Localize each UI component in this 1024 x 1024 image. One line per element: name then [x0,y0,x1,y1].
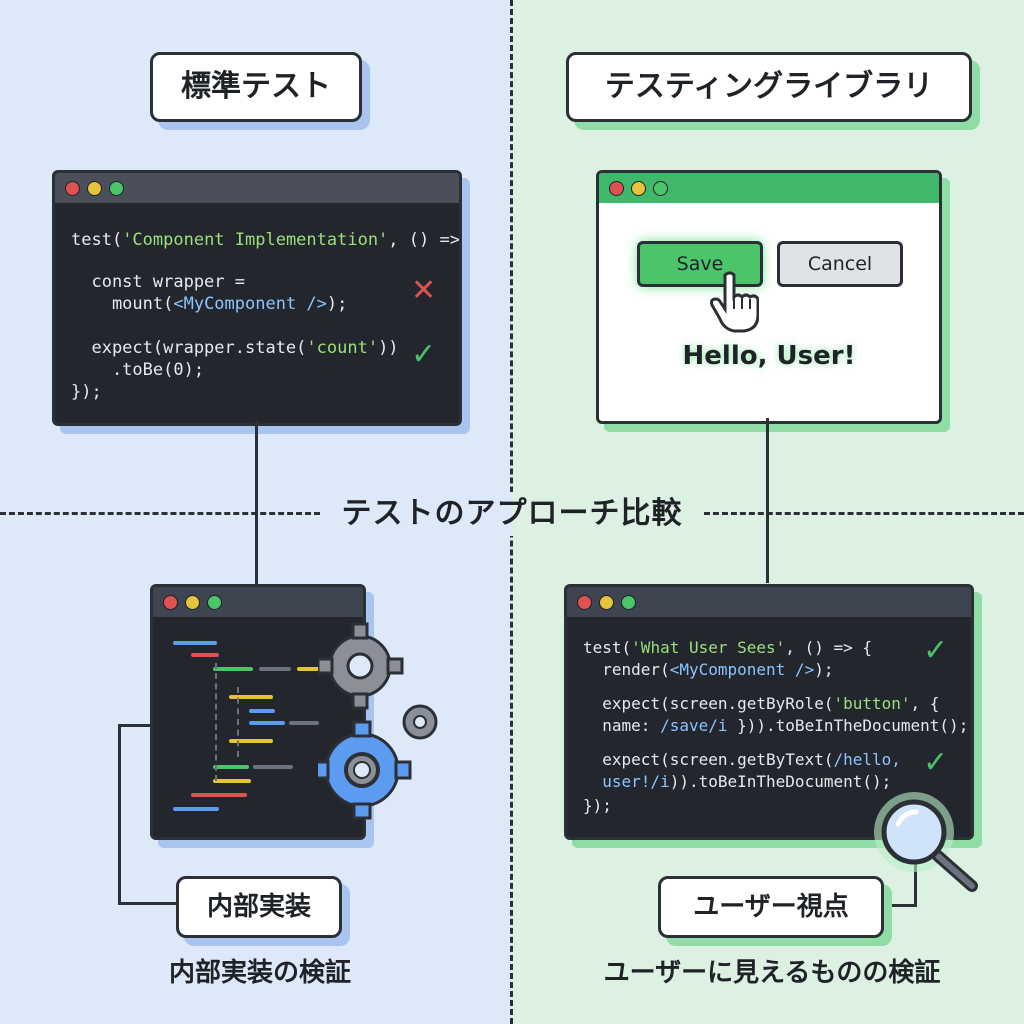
right-code-line-4: name: /save/i })).toBeInTheDocument(); [583,716,969,735]
cross-icon: ✕ [411,273,437,308]
left-code-line-6: }); [71,382,102,402]
code-bar [229,739,273,743]
left-bracket-top [118,724,152,727]
right-heading: テスティングライブラリ [566,52,972,122]
right-ui-window: Save Cancel Hello, User! [596,170,942,424]
close-dot-icon [163,595,178,610]
user-view-label-box: ユーザー視点 [658,876,884,938]
horizontal-divider-left [0,512,320,515]
code-bar [173,641,217,645]
code-bar [191,653,219,657]
internal-label-box: 内部実装 [176,876,342,938]
right-code-line-5: expect(screen.getByText(/hello, [583,750,901,769]
internal-code-window [150,584,366,840]
check-icon: ✓ [411,337,437,372]
right-code-line-2: render(<MyComponent />); [583,660,834,679]
close-dot-icon [577,595,592,610]
close-dot-icon [609,181,624,196]
left-code-line-4: expect(wrapper.state('count')) [71,338,399,358]
gears-icon [318,622,438,820]
left-code-line-3: mount(<MyComponent />); [71,294,348,314]
left-code-line-1: test('Component Implementation', () => { [71,230,460,250]
check-icon: ✓ [923,633,949,668]
code-bar [289,721,319,725]
minimize-dot-icon [185,595,200,610]
minimize-dot-icon [599,595,614,610]
right-code-line-7: }); [583,796,612,815]
code-bar [297,667,325,671]
code-bar [213,779,251,783]
maximize-dot-icon [621,595,636,610]
right-code-line-6: user!/i)).toBeInTheDocument(); [602,772,892,791]
maximize-dot-icon [653,181,668,196]
right-code-line-3: expect(screen.getByRole('button', { [583,694,940,713]
center-title: テストのアプローチ比較 [330,492,694,536]
left-caption: 内部実装の検証 [168,958,351,988]
right-caption: ユーザーに見えるものの検証 [603,958,941,988]
magnifier-icon [874,792,978,892]
horizontal-divider-right [704,512,1024,515]
code-bar [249,709,275,713]
code-bar [173,807,219,811]
maximize-dot-icon [207,595,222,610]
code-bar [259,667,291,671]
window-titlebar [599,173,939,203]
left-connector [255,420,258,585]
indent-guide [215,663,217,781]
left-code-line-2: const wrapper = [71,272,245,292]
indent-guide [237,687,239,757]
cancel-button[interactable]: Cancel [777,241,903,287]
code-bar [213,765,249,769]
left-bracket-vertical [118,724,121,904]
check-icon: ✓ [923,745,949,780]
right-bracket-bottom [878,904,917,907]
window-titlebar [55,173,459,203]
maximize-dot-icon [109,181,124,196]
left-code-line-5: .toBe(0); [71,360,205,380]
code-bar [249,721,285,725]
code-bar [229,695,273,699]
right-connector [766,418,769,583]
left-bracket-bottom [118,902,176,905]
right-code-line-1: test('What User Sees', () => { [583,638,872,657]
right-bracket-vertical [914,856,917,906]
window-titlebar [153,587,363,617]
minimize-dot-icon [87,181,102,196]
left-heading: 標準テスト [150,52,362,122]
code-bar [253,765,293,769]
code-bar [191,793,247,797]
pointer-hand-icon [710,271,759,333]
minimize-dot-icon [631,181,646,196]
left-code-window: test('Component Implementation', () => {… [52,170,462,426]
greeting-text: Hello, User! [682,341,856,371]
right-code-window: test('What User Sees', () => { render(<M… [564,584,974,840]
save-button[interactable]: Save [637,241,763,287]
window-titlebar [567,587,971,617]
close-dot-icon [65,181,80,196]
code-bar [213,667,253,671]
